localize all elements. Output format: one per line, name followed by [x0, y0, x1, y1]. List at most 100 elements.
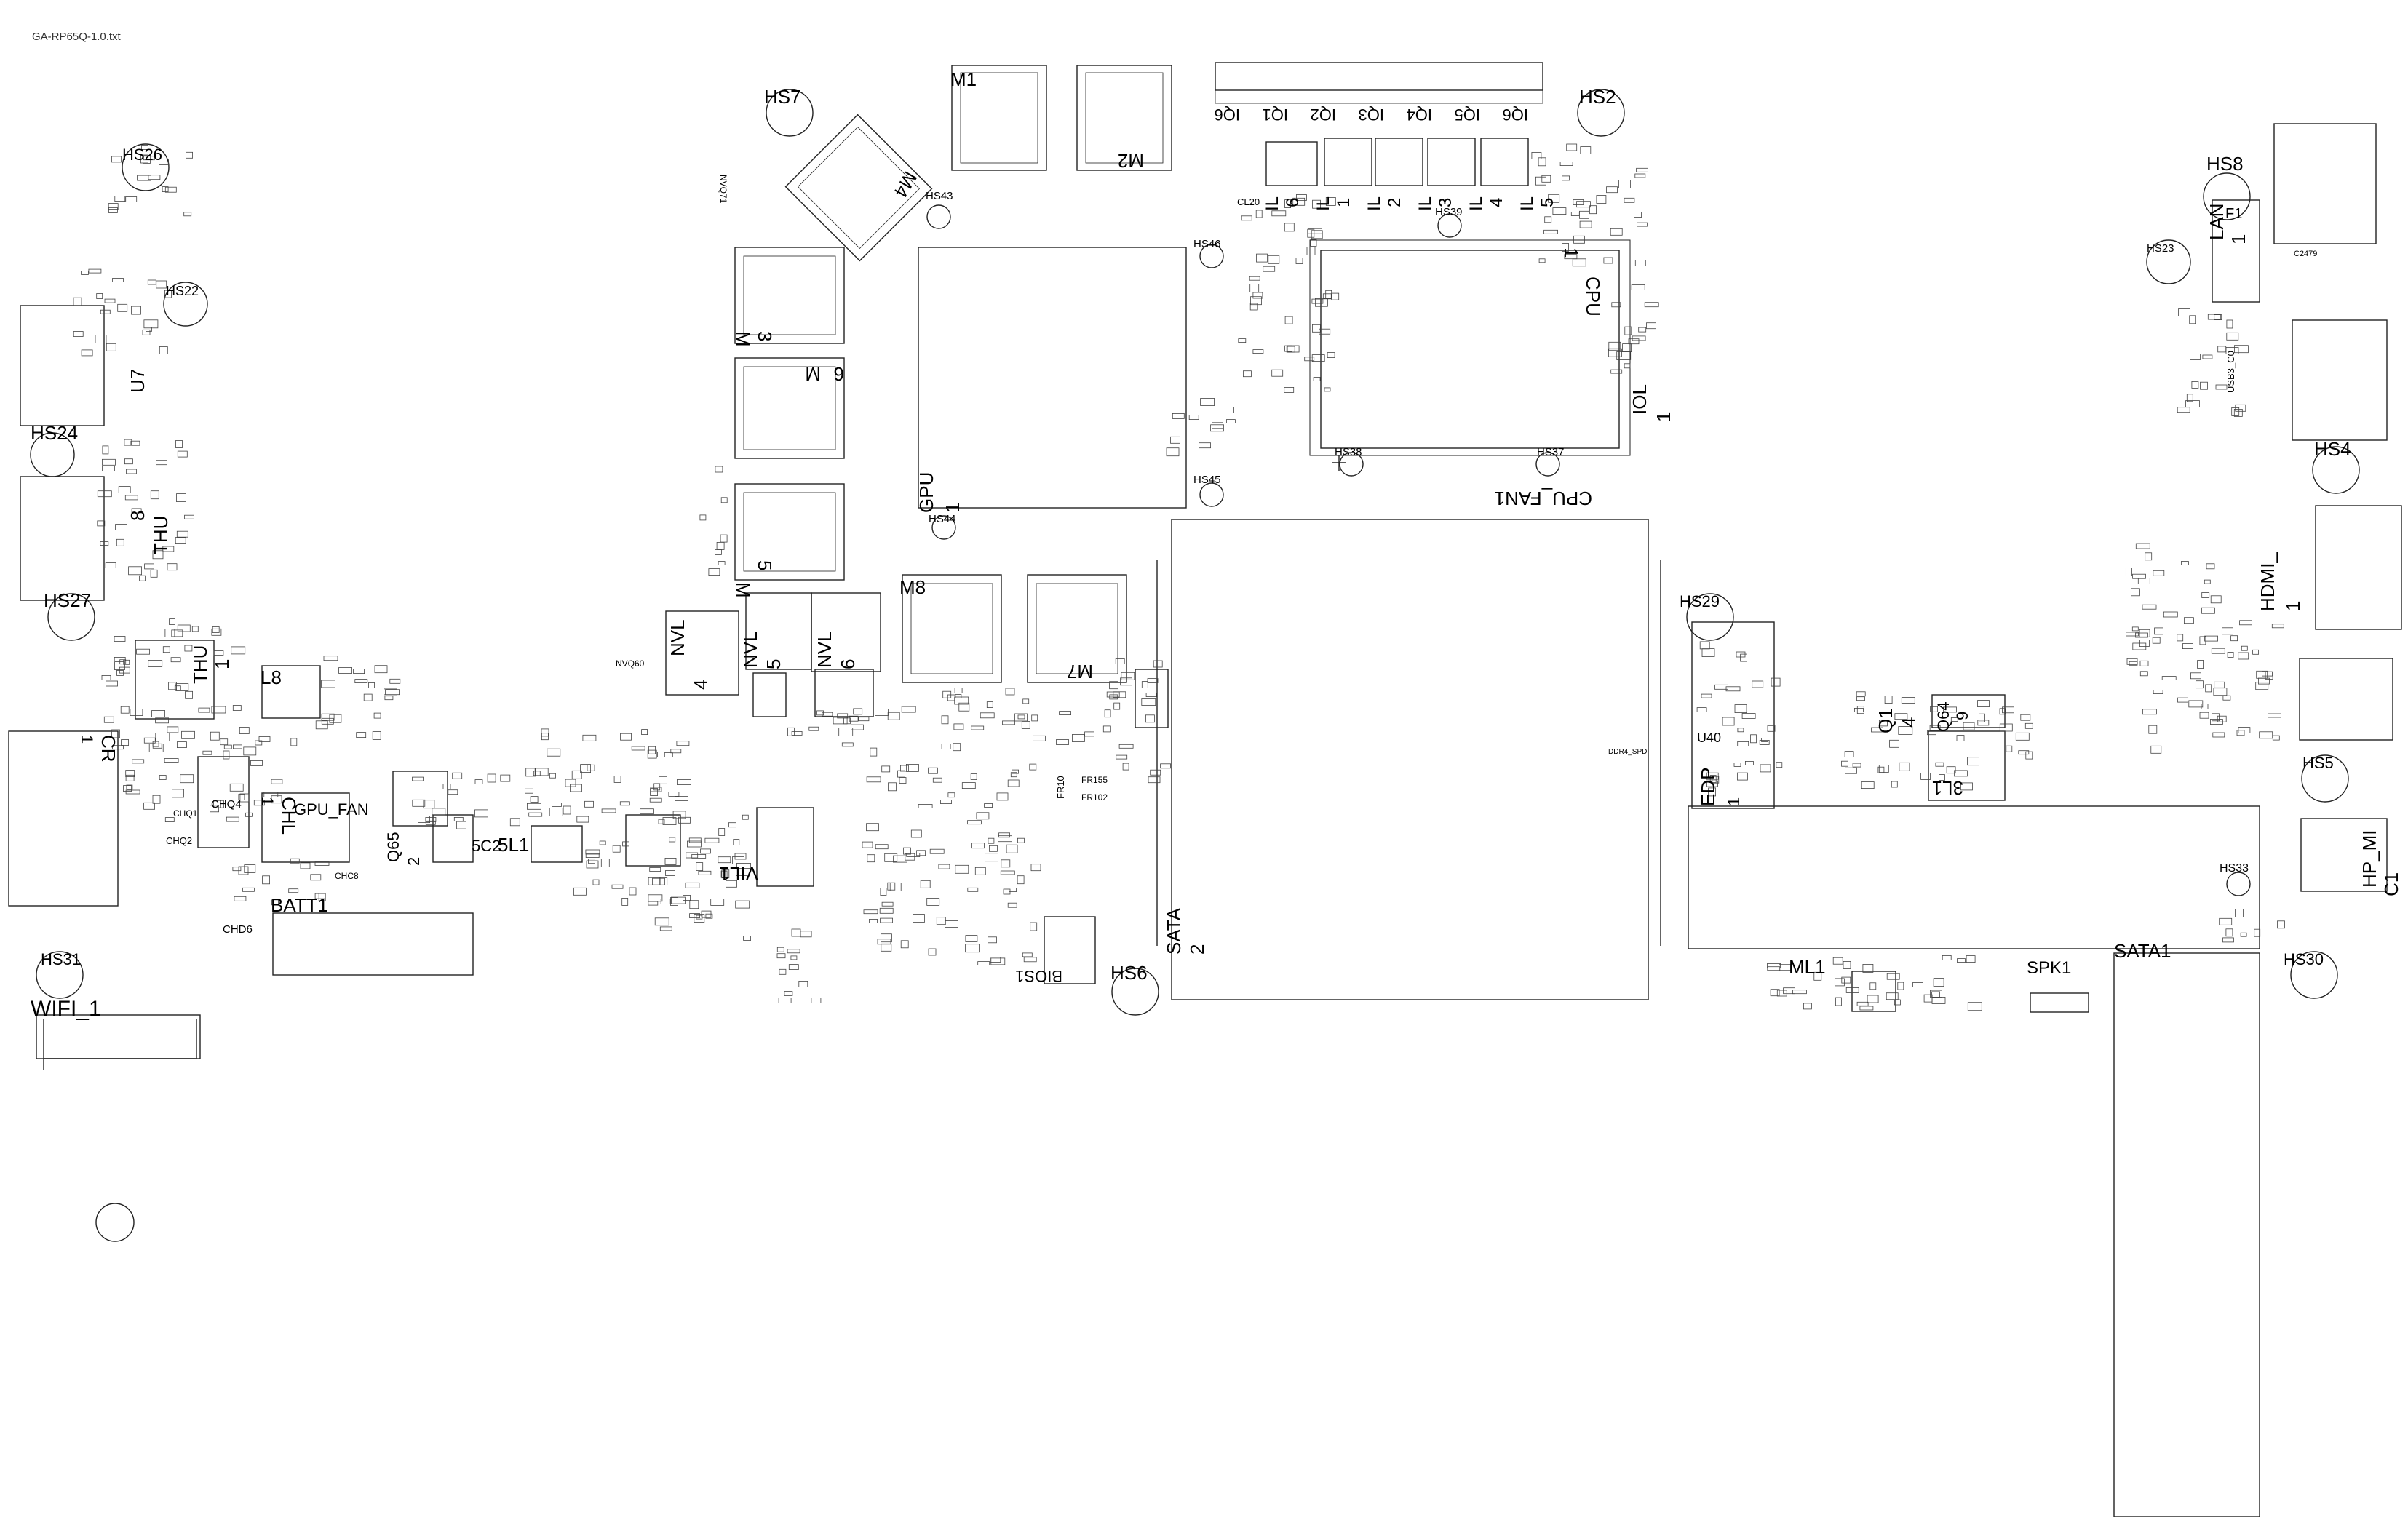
- hs44-circle: [931, 515, 956, 540]
- component-pad: [1843, 961, 1851, 969]
- label-hs6: HS6: [1110, 962, 1148, 984]
- component-pad: [1898, 726, 1913, 735]
- component-pad: [116, 670, 124, 676]
- component-pad: [120, 706, 130, 714]
- component-pad: [126, 469, 137, 474]
- component-pad: [669, 837, 676, 843]
- component-pad: [742, 814, 749, 820]
- hs26-circle: [122, 143, 170, 191]
- label-q1: Q1: [1875, 708, 1896, 733]
- component-pad: [2199, 712, 2209, 719]
- component-pad: [123, 659, 130, 665]
- component-pad: [928, 948, 937, 956]
- component-pad: [953, 723, 964, 730]
- component-pad: [1943, 706, 1957, 713]
- component-pad: [534, 768, 549, 776]
- component-pad: [654, 917, 669, 926]
- component-pad: [1834, 978, 1845, 987]
- component-pad: [700, 848, 711, 854]
- component-pad: [879, 907, 894, 914]
- component-pad: [310, 874, 322, 881]
- component-pad: [585, 849, 600, 855]
- il-number: 2: [1385, 198, 1404, 207]
- component-pad: [1734, 704, 1747, 713]
- component-pad: [549, 808, 563, 816]
- component-pad: [649, 797, 662, 803]
- component-pad: [2262, 671, 2273, 677]
- component-pad: [1901, 697, 1915, 704]
- component-pad: [1022, 952, 1033, 957]
- component-pad: [1033, 735, 1046, 741]
- component-pad: [967, 820, 982, 825]
- component-pad: [976, 812, 990, 820]
- component-pad: [901, 706, 916, 713]
- label-edp: EDP: [1697, 768, 1719, 806]
- component-pad: [143, 156, 155, 161]
- component-pad: [1632, 335, 1646, 341]
- component-pad: [81, 270, 89, 275]
- component-pad: [1624, 197, 1635, 203]
- label-hs8: HS8: [2206, 153, 2244, 175]
- component-pad: [164, 629, 175, 637]
- component-pad: [938, 864, 950, 869]
- component-pad: [167, 726, 179, 733]
- component-pad: [363, 693, 373, 701]
- component-pad: [1145, 693, 1157, 697]
- component-pad: [141, 144, 148, 150]
- label-q64-num: 9: [1953, 712, 1971, 720]
- label-nvq60: NVQ60: [616, 658, 645, 669]
- component-pad: [2015, 732, 2030, 741]
- component-pad: [2212, 713, 2220, 722]
- component-pad: [687, 840, 702, 848]
- component-pad: [220, 738, 229, 746]
- component-pad: [329, 714, 342, 723]
- component-pad: [1856, 1001, 1869, 1006]
- component-pad: [954, 696, 969, 705]
- component-pad: [1141, 681, 1148, 688]
- component-pad: [1832, 957, 1843, 965]
- label-iol: IOL: [1629, 384, 1650, 415]
- mem-m3: [734, 247, 845, 344]
- component-pad: [1856, 706, 1864, 714]
- component-pad: [1310, 239, 1317, 247]
- component-pad: [1634, 260, 1646, 266]
- component-pad: [571, 770, 582, 779]
- component-pad: [928, 767, 938, 774]
- component-pad: [1606, 186, 1618, 194]
- component-pad: [2199, 636, 2206, 645]
- component-pad: [705, 913, 713, 919]
- component-pad: [2188, 700, 2204, 708]
- component-pad: [1252, 349, 1264, 354]
- component-pad: [1304, 357, 1315, 362]
- component-pad: [176, 530, 188, 538]
- component-pad: [245, 812, 253, 817]
- component-pad: [262, 875, 271, 885]
- component-pad: [691, 854, 707, 859]
- component-pad: [650, 788, 658, 796]
- component-pad: [1541, 175, 1551, 183]
- label-f1: F1: [2225, 206, 2242, 222]
- component-pad: [374, 665, 388, 674]
- component-pad: [1886, 973, 1900, 980]
- component-pad: [1608, 341, 1621, 351]
- component-pad: [2139, 671, 2148, 677]
- label-l8: L8: [261, 666, 282, 688]
- component-pad: [1701, 693, 1712, 698]
- component-pad: [111, 729, 120, 738]
- component-pad: [1844, 751, 1854, 757]
- label-hs2: HS2: [1579, 86, 1616, 108]
- component-pad: [988, 936, 997, 944]
- component-pad: [849, 715, 859, 722]
- component-pad: [929, 848, 945, 854]
- component-pad: [1938, 774, 1945, 781]
- component-pad: [123, 785, 132, 792]
- component-pad: [155, 717, 170, 724]
- component-pad: [1295, 258, 1303, 264]
- component-pad: [1967, 757, 1979, 766]
- component-pad: [2255, 682, 2269, 690]
- component-pad: [662, 817, 677, 825]
- component-pad: [1999, 708, 2006, 715]
- label-u40: U40: [1697, 730, 1721, 745]
- component-pad: [2126, 632, 2139, 637]
- component-pad: [1736, 651, 1746, 658]
